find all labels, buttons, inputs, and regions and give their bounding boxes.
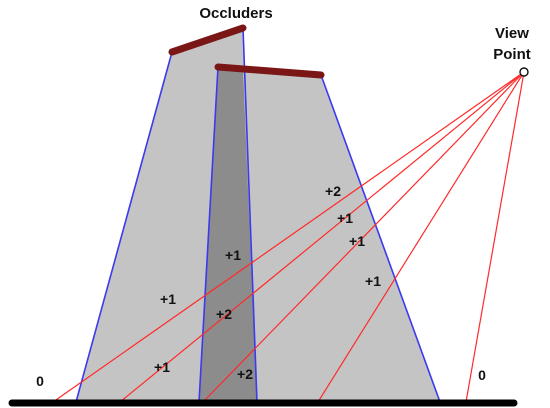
shadow-edge-right-outer — [320, 74, 441, 403]
occluders-title: Occluders — [199, 5, 272, 22]
shadow-edge-left-inner — [242, 27, 258, 403]
viewpoint-label-line-1: View — [495, 25, 529, 42]
shadow-edge-right-inner — [198, 66, 219, 403]
shadow-edge-left-outer — [75, 51, 173, 403]
ray-count-label: +1 — [349, 233, 365, 249]
viewpoint-circle-icon — [519, 67, 529, 77]
ray-count-label: 0 — [36, 373, 44, 389]
ray-2 — [119, 71, 525, 403]
shadow-volume-edges — [75, 27, 441, 403]
shadow-volume-right — [199, 67, 440, 402]
ray-count-label: +2 — [237, 366, 253, 382]
ray-5 — [465, 71, 525, 403]
occluder-top-left — [168, 24, 247, 56]
ray-count-label: +1 — [337, 210, 353, 226]
ray-count-label: 0 — [478, 367, 486, 383]
ray-3 — [202, 71, 525, 403]
ray-1 — [52, 71, 525, 403]
viewpoint-label-line-2: Point — [493, 46, 531, 63]
rays — [52, 71, 525, 403]
ray-4 — [317, 71, 525, 403]
ray-count-label: +2 — [325, 183, 341, 199]
ray-count-label: +1 — [225, 247, 241, 263]
ray-count-label: +1 — [365, 273, 381, 289]
occluder-top-right — [214, 63, 325, 79]
ray-count-label: +1 — [160, 291, 176, 307]
ray-count-label: +2 — [216, 306, 232, 322]
ray-count-label: +1 — [154, 359, 170, 375]
